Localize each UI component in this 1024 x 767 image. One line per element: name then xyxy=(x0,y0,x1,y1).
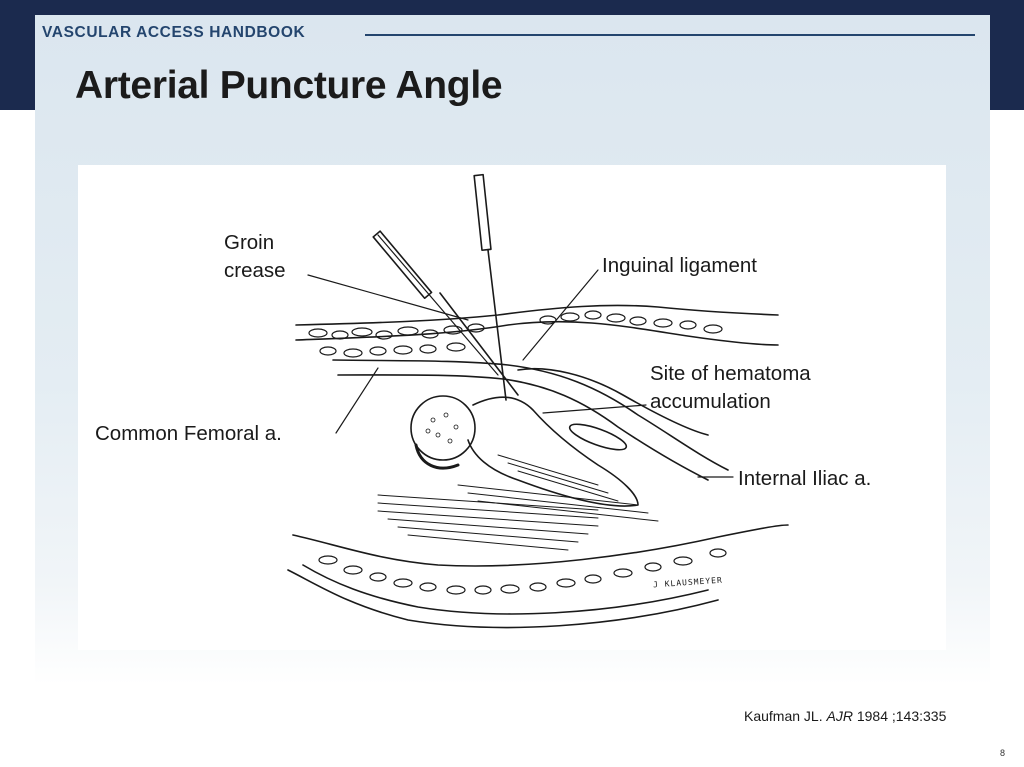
fat-tissue-lower xyxy=(318,548,727,595)
citation-author: Kaufman JL. xyxy=(744,708,827,724)
fat-tissue-upper xyxy=(308,310,723,358)
citation: Kaufman JL. AJR 1984 ;143:335 xyxy=(744,708,946,724)
femoral-head-outline xyxy=(410,395,476,461)
label-groin-crease-line1: Groin xyxy=(224,231,275,254)
leader-common-femoral xyxy=(335,367,379,434)
lower-tissue-boundary xyxy=(292,524,789,567)
femoral-head-texture xyxy=(425,412,459,444)
label-common-femoral: Common Femoral a. xyxy=(95,422,282,445)
label-groin-crease-line2: crease xyxy=(224,259,286,282)
label-hematoma-line2: accumulation xyxy=(650,390,771,413)
needle-shallow xyxy=(372,230,519,396)
leader-groin-crease xyxy=(307,274,469,321)
citation-journal: AJR xyxy=(826,708,853,724)
label-hematoma-line1: Site of hematoma xyxy=(650,362,811,385)
inguinal-ligament-band xyxy=(517,367,709,436)
lower-skin-outer xyxy=(287,569,719,629)
citation-details: 1984 ;143:335 xyxy=(852,708,947,724)
lower-skin-inner xyxy=(302,564,709,615)
skin-surface xyxy=(295,304,779,326)
femoral-head-rim xyxy=(414,443,460,470)
illustration-drawing xyxy=(287,173,789,629)
leader-inguinal-ligament xyxy=(522,269,599,361)
pelvic-bone xyxy=(467,396,639,507)
muscle-fibers xyxy=(377,454,659,551)
page-number: 8 xyxy=(1000,748,1006,758)
leader-hematoma xyxy=(542,404,647,414)
femoral-artery-lower-wall xyxy=(337,374,709,481)
label-internal-iliac: Internal Iliac a. xyxy=(738,467,872,490)
femoral-artery-upper-wall xyxy=(332,359,729,471)
header-rule xyxy=(365,34,975,36)
label-inguinal-ligament: Inguinal ligament xyxy=(602,254,757,277)
anatomy-illustration: Groin crease Inguinal ligament Site of h… xyxy=(78,165,946,650)
handbook-header-label: VASCULAR ACCESS HANDBOOK xyxy=(42,24,306,41)
subcutaneous-line xyxy=(295,320,779,346)
slide-title: Arterial Puncture Angle xyxy=(75,64,503,107)
inguinal-ligament-loop xyxy=(568,423,628,451)
needle-third xyxy=(377,234,499,376)
